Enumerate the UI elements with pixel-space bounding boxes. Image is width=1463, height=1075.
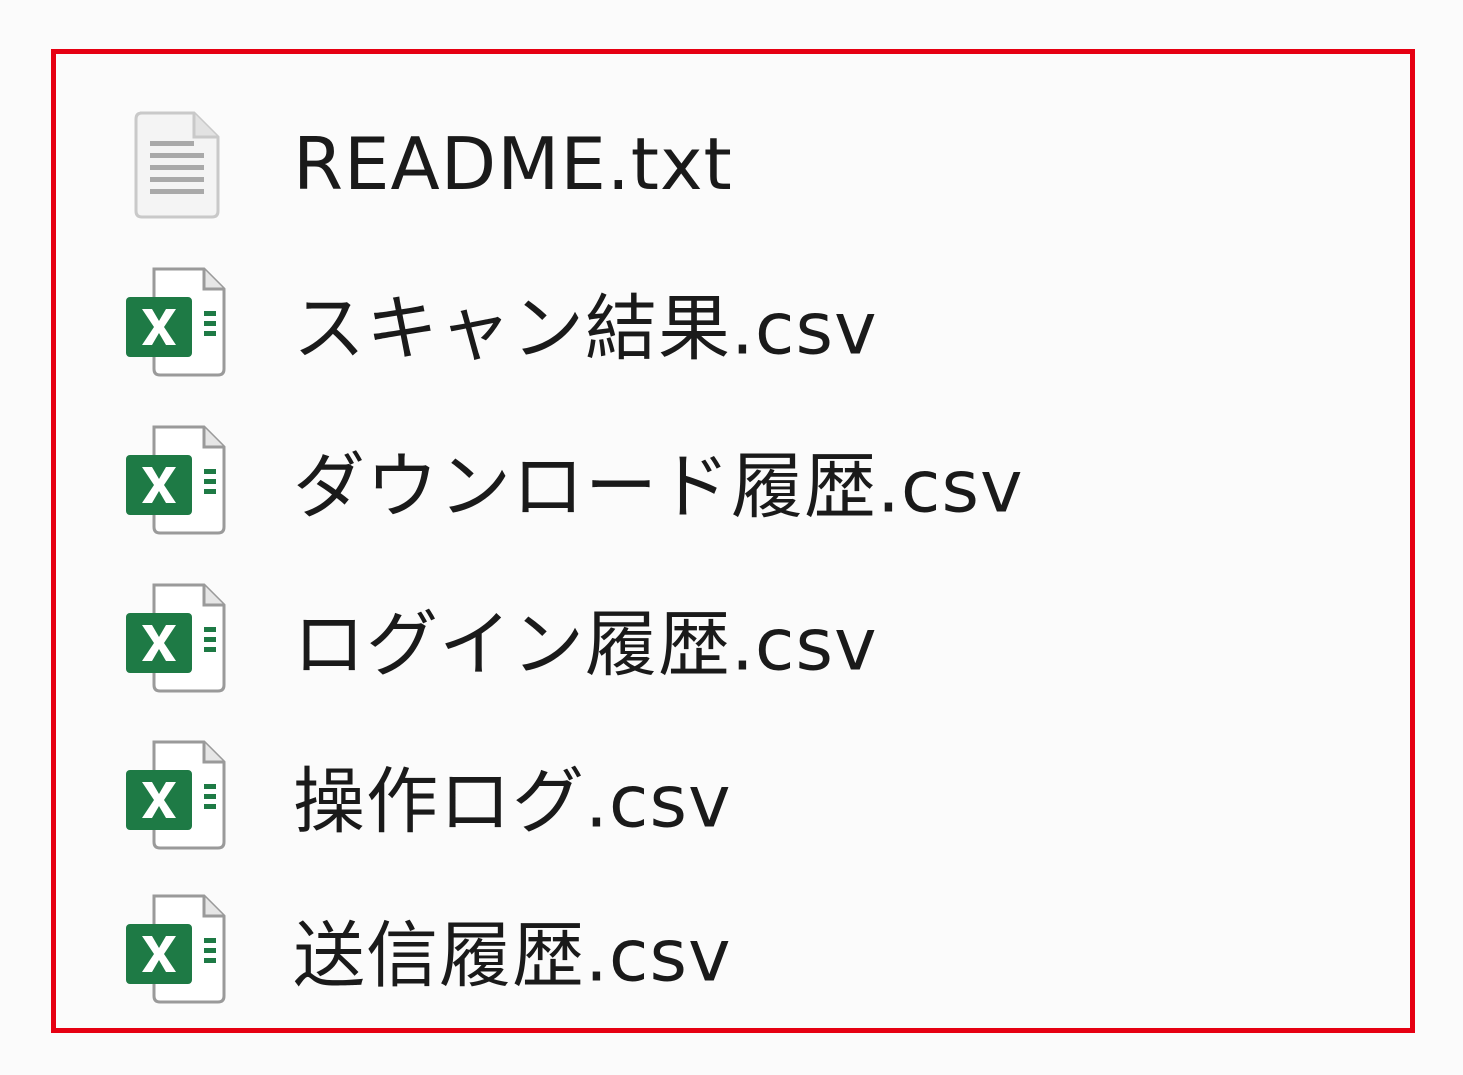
file-item-login-history[interactable]: ログイン履歴.csv <box>56 573 1156 703</box>
file-name-label: 操作ログ.csv <box>293 759 732 844</box>
file-name-label: スキャン結果.csv <box>293 286 878 371</box>
file-item-send-history[interactable]: 送信履歴.csv <box>56 884 1156 1014</box>
file-item-operation-log[interactable]: 操作ログ.csv <box>56 730 1156 860</box>
excel-csv-icon <box>124 892 228 1006</box>
file-name-label: ログイン履歴.csv <box>293 602 878 687</box>
file-item-download-history[interactable]: ダウンロード履歴.csv <box>56 415 1156 545</box>
excel-csv-icon <box>124 265 228 379</box>
file-name-label: 送信履歴.csv <box>293 913 732 998</box>
file-name-label: README.txt <box>293 122 733 206</box>
highlight-frame: README.txt スキャン結果.csv <box>51 49 1415 1033</box>
excel-csv-icon <box>124 581 228 695</box>
text-file-icon <box>124 107 228 221</box>
file-list: README.txt スキャン結果.csv <box>56 54 1410 1028</box>
file-name-label: ダウンロード履歴.csv <box>293 444 1024 529</box>
file-item-readme[interactable]: README.txt <box>56 99 1156 229</box>
file-item-scan-result[interactable]: スキャン結果.csv <box>56 257 1156 387</box>
excel-csv-icon <box>124 738 228 852</box>
excel-csv-icon <box>124 423 228 537</box>
